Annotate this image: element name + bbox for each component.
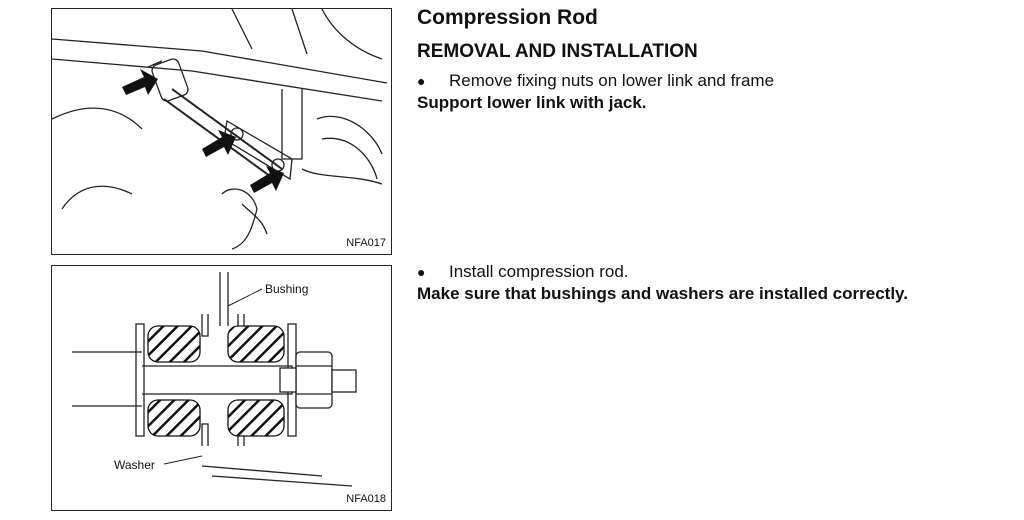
- arrow-icon-3: [250, 166, 284, 193]
- figure-bushing-cross-section: Bushing Washer NFA018: [51, 265, 392, 511]
- washer-leader: [163, 455, 203, 465]
- step-1: ● Remove fixing nuts on lower link and fr…: [417, 71, 774, 91]
- bullet-icon: ●: [417, 73, 426, 89]
- arrow-icon-1: [122, 69, 158, 95]
- removal-line-drawing: [52, 9, 388, 250]
- bushing-sections: [147, 325, 285, 437]
- section-title: Compression Rod: [417, 6, 598, 29]
- subsection-title: REMOVAL AND INSTALLATION: [417, 41, 698, 62]
- figure-removal-illustration: NFA017: [51, 8, 392, 255]
- bushing-callout: Bushing: [265, 282, 309, 296]
- step-1-text: Remove fixing nuts on lower link and fra…: [449, 71, 775, 90]
- step-2-text: Install compression rod.: [449, 262, 629, 281]
- figure-code: NFA017: [346, 237, 386, 249]
- figure-code: NFA018: [346, 493, 386, 505]
- nut-shape: [279, 351, 357, 409]
- bullet-icon: ●: [417, 264, 426, 280]
- washer-callout: Washer: [114, 458, 155, 472]
- arrow-icons: [122, 69, 284, 193]
- bushing-leader: [227, 288, 263, 307]
- arrow-icon-2: [202, 130, 236, 157]
- bushing-line-drawing: [72, 272, 357, 487]
- step-2: ● Install compression rod.: [417, 262, 629, 282]
- step-1-note: Support lower link with jack.: [417, 93, 647, 112]
- step-2-note: Make sure that bushings and washers are …: [417, 284, 908, 303]
